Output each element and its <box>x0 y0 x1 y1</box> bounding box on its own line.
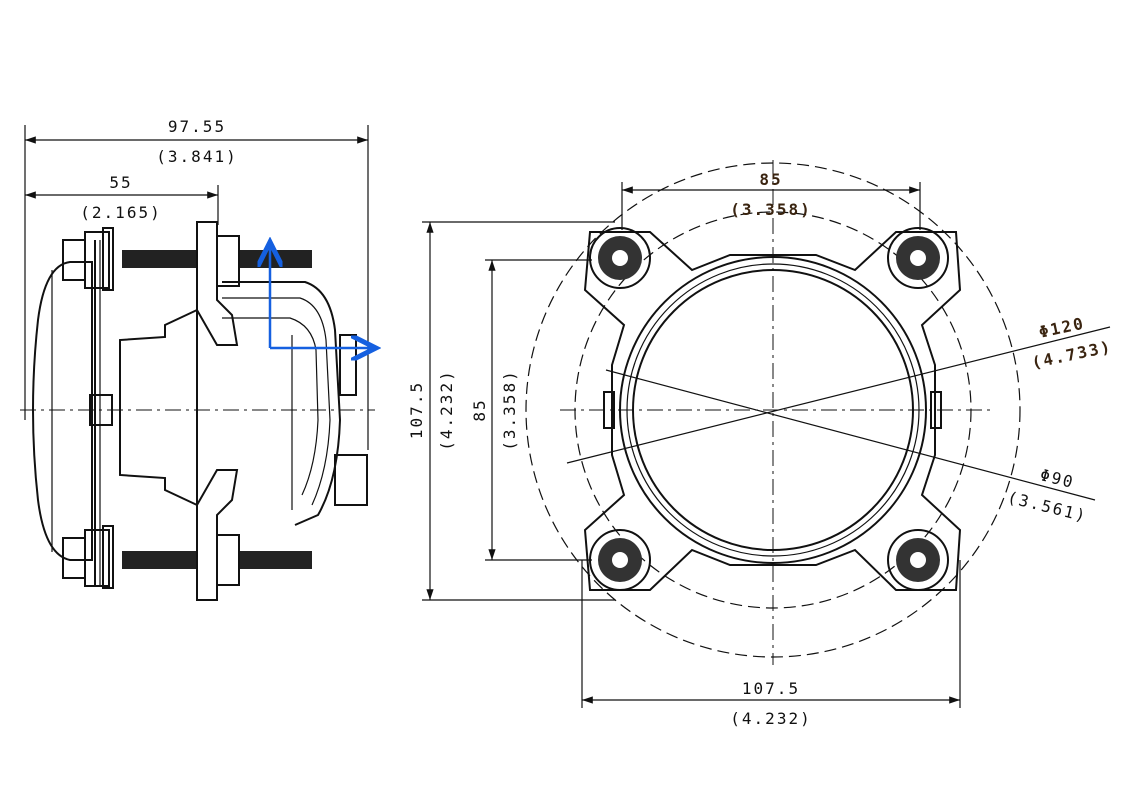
mount-spacing-vertical-value: 85 <box>470 398 489 421</box>
dimension-mount-spacing-horizontal: 85 (3.358) <box>621 170 921 230</box>
mount-lug-top-left <box>589 227 651 289</box>
mount-spacing-horizontal-inch: (3.358) <box>730 200 811 219</box>
mount-spacing-horizontal-value: 85 <box>759 170 782 189</box>
mounting-flange <box>119 221 239 601</box>
side-view: 97.55 (3.841) 55 (2.165) <box>20 117 376 601</box>
dimension-flange-depth: 55 (2.165) <box>25 173 219 225</box>
dimension-mount-spacing-vertical: 85 (3.358) <box>470 259 592 561</box>
overall-height-value: 107.5 <box>407 381 426 439</box>
mount-lug-top-right <box>887 227 949 289</box>
housing-outline <box>583 231 962 591</box>
outer-diameter-value: Φ120 <box>1037 313 1086 341</box>
lens-dome <box>32 261 93 561</box>
flange-depth-value: 55 <box>109 173 132 192</box>
overall-width-value: 107.5 <box>742 679 800 698</box>
overall-length-inch: (3.841) <box>156 147 237 166</box>
connector-plug <box>334 454 368 506</box>
dimension-inner-diameter: Φ90 (3.561) <box>605 369 1096 526</box>
inner-diameter-inch: (3.561) <box>1006 488 1090 526</box>
connector-top <box>339 334 357 396</box>
mount-spacing-vertical-inch: (3.358) <box>500 369 519 450</box>
mounting-bolt-bottom <box>62 525 312 589</box>
inner-diameter-value: Φ90 <box>1038 465 1076 492</box>
dimension-overall-length: 97.55 (3.841) <box>24 117 369 450</box>
mount-lug-bottom-right <box>887 529 949 591</box>
mount-lug-bottom-left <box>589 529 651 591</box>
overall-length-value: 97.55 <box>168 117 226 136</box>
dimension-overall-height: 107.5 (4.232) <box>407 221 615 601</box>
outer-diameter-inch: (4.733) <box>1030 337 1114 373</box>
overall-width-inch: (4.232) <box>730 709 811 728</box>
dimension-outer-diameter: Φ120 (4.733) <box>566 313 1114 464</box>
coordinate-axis-icon <box>270 242 376 348</box>
overall-height-inch: (4.232) <box>437 369 456 450</box>
flange-depth-inch: (2.165) <box>80 203 161 222</box>
housing-body <box>222 281 342 526</box>
dimension-overall-width: 107.5 (4.232) <box>581 560 961 728</box>
front-view: 85 (3.358) 107.5 (4.232) 85 (3.358) 107.… <box>407 160 1114 728</box>
